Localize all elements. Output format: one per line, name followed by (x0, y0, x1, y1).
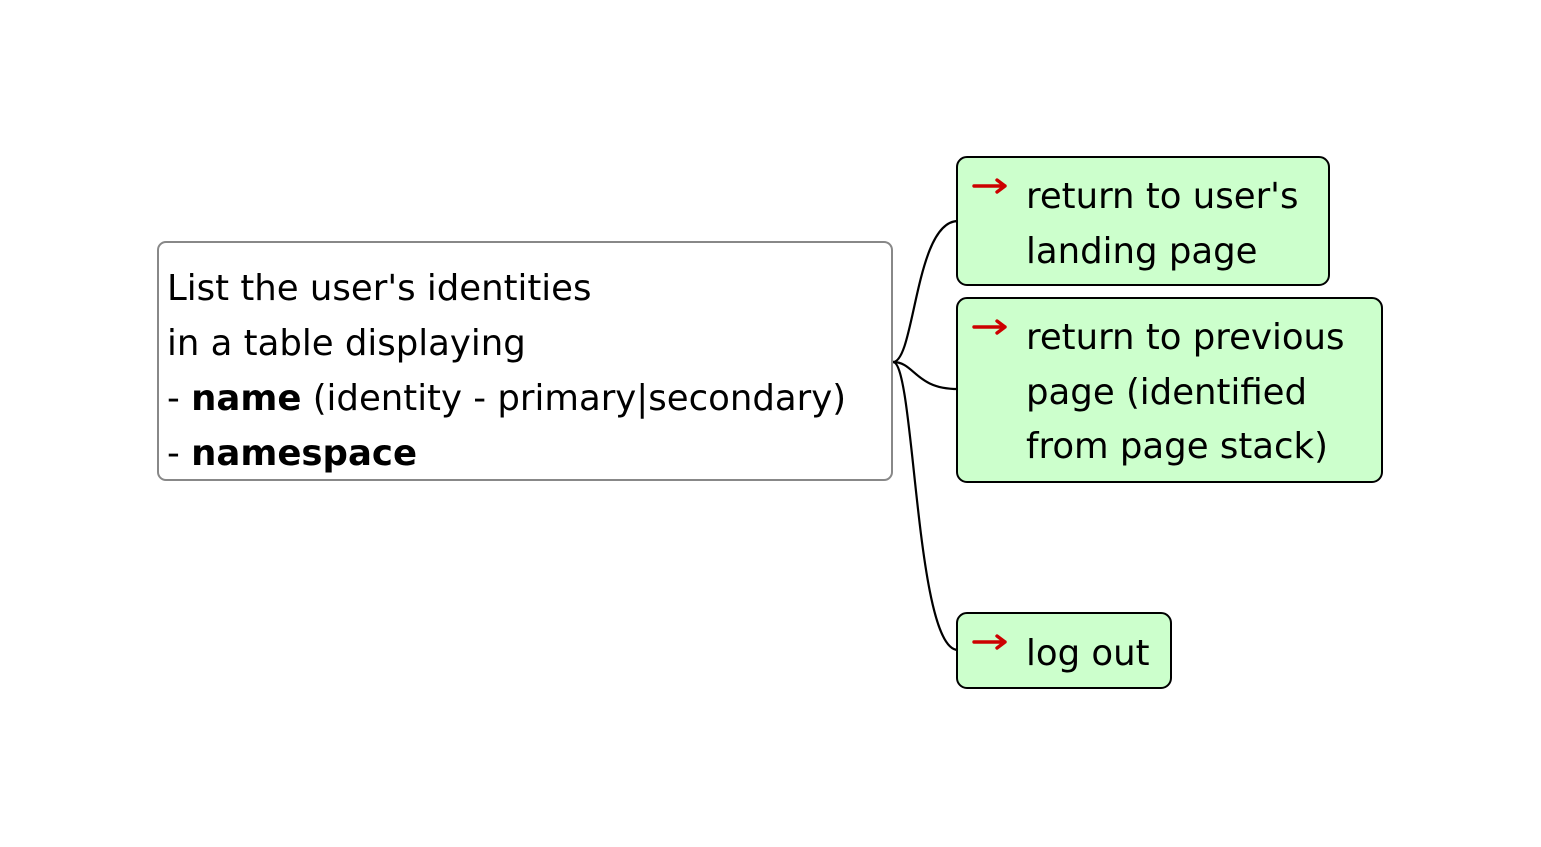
connector-to-action-3 (892, 360, 959, 652)
arrow-right-icon (972, 178, 1007, 194)
action-return-landing-page[interactable]: return to user's landing page (956, 156, 1330, 286)
action-return-previous-page[interactable]: return to previous page (identified from… (956, 297, 1383, 483)
root-node: List the user's identities in a table di… (157, 241, 893, 481)
field-name: name (191, 378, 302, 419)
root-line-3: - name (identity - primary|secondary) (167, 371, 891, 426)
action-label-line: return to previous (1026, 317, 1345, 358)
action-log-out[interactable]: log out (956, 612, 1172, 689)
action-label-line: from page stack) (1026, 426, 1328, 467)
bullet-prefix: - (167, 433, 192, 474)
arrow-right-icon (972, 319, 1007, 335)
action-label-line: landing page (1026, 230, 1258, 272)
connector-to-action-1 (892, 219, 959, 364)
action-label-line: log out (1026, 633, 1150, 674)
field-namespace: namespace (191, 433, 418, 474)
action-label-line: page (identified (1026, 371, 1308, 413)
arrow-right-icon (972, 634, 1007, 650)
field-name-description: (identity - primary|secondary) (301, 378, 847, 419)
connector-to-action-2 (892, 360, 959, 391)
root-line-4: - namespace (167, 426, 891, 481)
bullet-prefix: - (167, 378, 192, 419)
root-line-2: in a table displaying (167, 323, 526, 364)
root-line-1: List the user's identities (167, 268, 592, 309)
action-label-line: return to user's (1026, 176, 1299, 217)
